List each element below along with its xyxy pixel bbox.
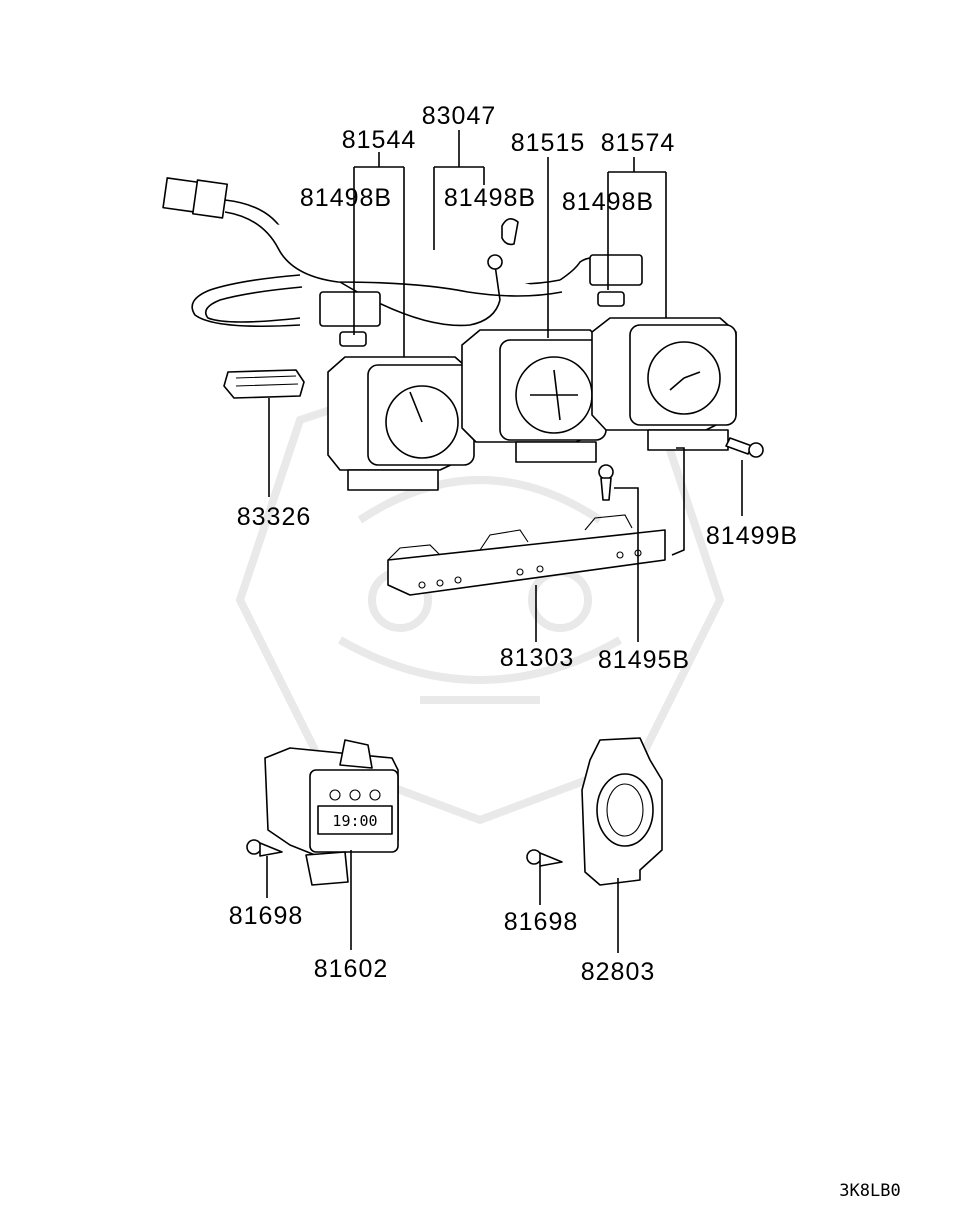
label-81498b-left: 81498B	[300, 184, 392, 212]
screw-81698-left	[246, 839, 283, 857]
leader-lines	[266, 130, 743, 953]
label-81498b-mid: 81498B	[444, 184, 536, 212]
clock-81602: 19:00	[264, 739, 399, 886]
gauge-81515	[461, 329, 607, 463]
bulb-socket-left	[319, 291, 381, 347]
label-81303: 81303	[500, 644, 575, 672]
label-83047: 83047	[422, 102, 497, 130]
label-81498b-right: 81498B	[562, 188, 654, 216]
wire-harness	[162, 177, 603, 328]
bulb-socket-right	[589, 254, 643, 307]
label-81515: 81515	[511, 129, 586, 157]
gauge-81544	[327, 356, 475, 491]
bulb-socket-mid	[501, 218, 519, 246]
label-81544: 81544	[342, 126, 417, 154]
bracket-81303	[387, 514, 666, 596]
diagram-code: 3K8LB0	[839, 1181, 900, 1201]
label-81698-right: 81698	[504, 908, 579, 936]
bracket-82803	[581, 737, 663, 886]
label-81574: 81574	[601, 129, 676, 157]
screw-81698-right	[526, 849, 563, 867]
label-83326: 83326	[237, 503, 312, 531]
gauge-81574	[591, 317, 737, 451]
clip-part	[223, 369, 305, 399]
label-81495b: 81495B	[598, 646, 690, 674]
label-81602: 81602	[314, 955, 389, 983]
label-81499b: 81499B	[706, 522, 798, 550]
label-82803: 82803	[581, 958, 656, 986]
screw-81495b	[598, 464, 614, 501]
label-81698-left: 81698	[229, 902, 304, 930]
screw-81499b	[725, 437, 764, 458]
clock-display-text: 19:00	[332, 812, 377, 830]
